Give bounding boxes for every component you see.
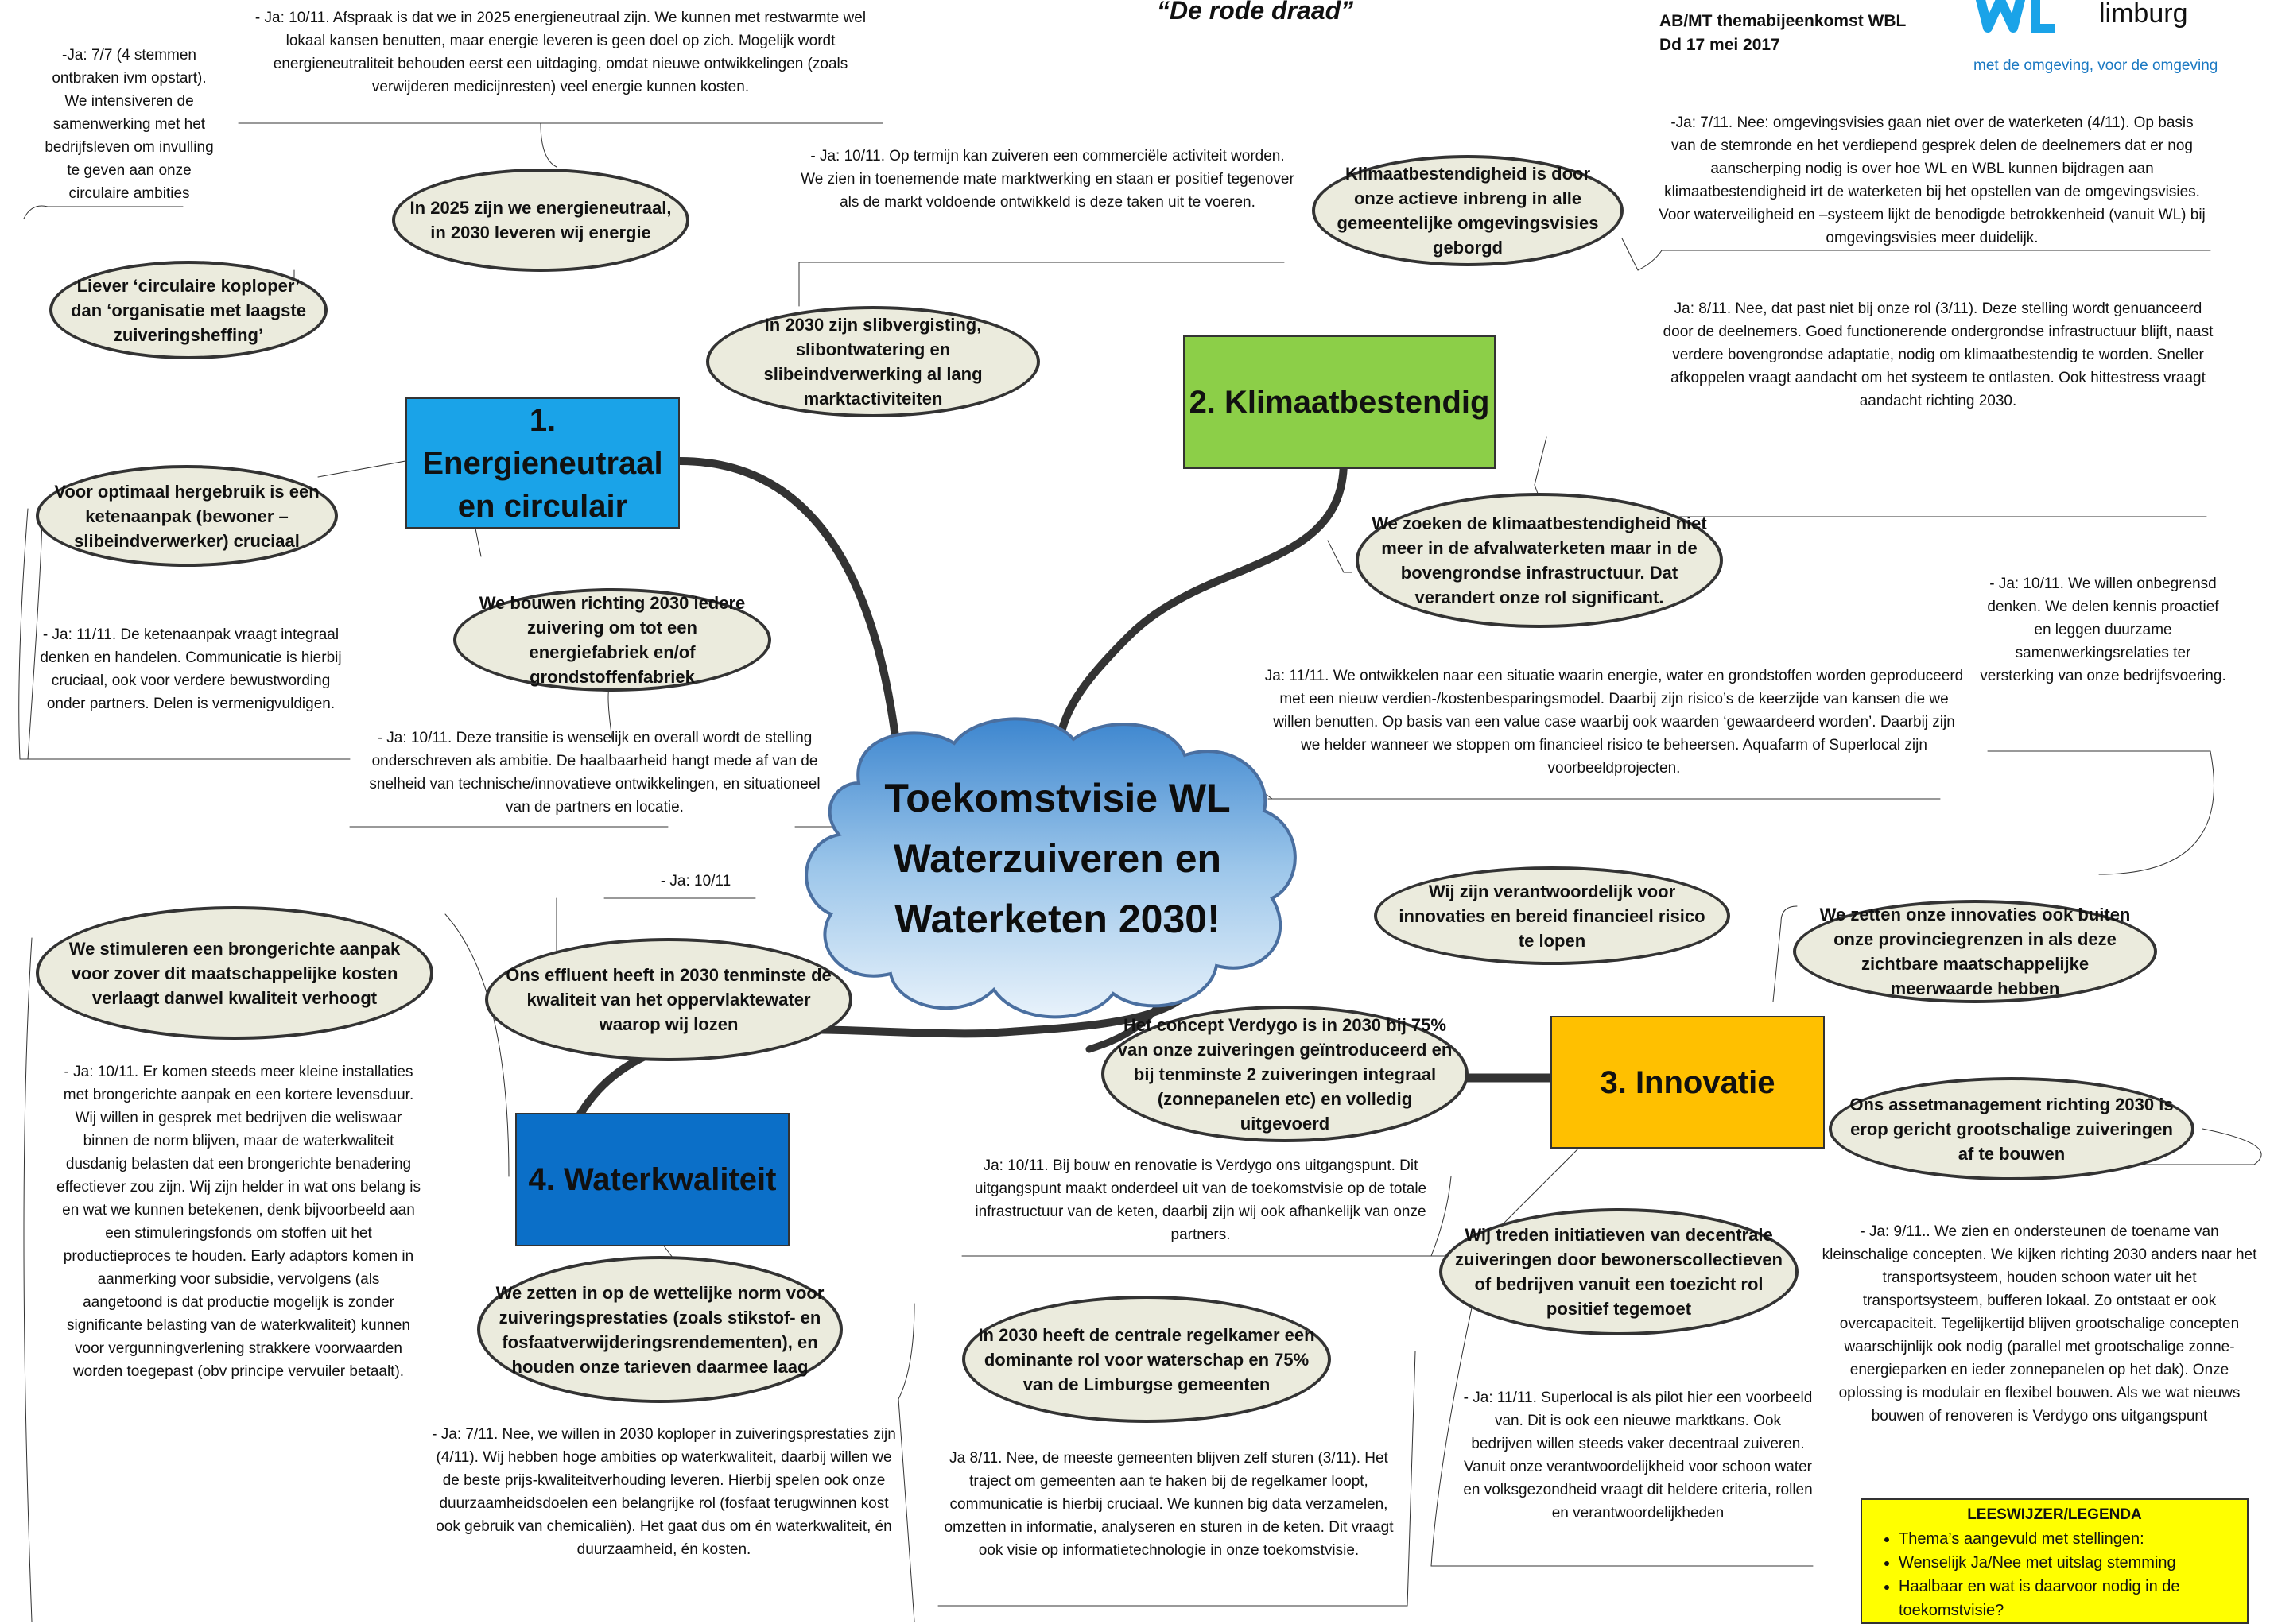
statement-decentraal: Wij treden initiatieven van decentrale z… (1439, 1208, 1799, 1335)
theme-innovatie[interactable]: 3. Innovatie (1550, 1016, 1825, 1149)
legend-list: Thema’s aangevuld met stellingen: Wensel… (1872, 1527, 2237, 1622)
meeting-date: Dd 17 mei 2017 (1659, 36, 1780, 54)
page-title: “De rode draad” (1157, 0, 1354, 25)
legend-item: Thema’s aangevuld met stellingen: (1899, 1527, 2237, 1551)
legend-item: Haalbaar en wat is daarvoor nodig in de … (1899, 1575, 2237, 1622)
theme-klimaatbestendig[interactable]: 2. Klimaatbestendig (1183, 335, 1496, 469)
theme-energieneutraal-line2: en circulair (457, 488, 628, 524)
statement-assetmanagement: Ons assetmanagement richting 2030 is ero… (1829, 1077, 2194, 1180)
note-brongericht: - Ja: 10/11. Er komen steeds meer kleine… (56, 1064, 421, 1380)
note-transitie: - Ja: 10/11. Deze transitie is wenselijk… (369, 730, 821, 816)
statement-klimaat-bovengronds: We zoeken de klimaatbestendigheid niet m… (1356, 493, 1723, 628)
logo: limburg (1972, 0, 2258, 72)
note-omgeving: -Ja: 7/11. Nee: omgevingsvisies gaan nie… (1659, 114, 2206, 246)
statement-energie-2025: In 2025 zijn we energieneutraal, in 2030… (392, 169, 689, 272)
statement-koploper: Liever ‘circulaire koploper’ dan ‘organi… (49, 261, 328, 359)
logo-mark-icon (1975, 0, 2055, 33)
statement-innovatie-buiten: We zetten onze innovaties ook buiten onz… (1793, 900, 2157, 1003)
logo-tagline: met de omgeving, voor de omgeving (1973, 57, 2218, 74)
note-energie-2025: - Ja: 10/11. Afspraak is dat we in 2025 … (254, 10, 867, 95)
note-rol: Ja: 8/11. Nee, dat past niet bij onze ro… (1663, 300, 2214, 409)
statement-brongericht: We stimuleren een brongerichte aanpak vo… (36, 906, 433, 1040)
logo-text: limburg (2099, 0, 2188, 29)
statement-klimaat-omgevingsvisies: Klimaatbestendigheid is door onze actiev… (1312, 155, 1624, 266)
theme-energieneutraal[interactable]: 1. Energieneutraal en circulair (405, 397, 680, 529)
legend-title: LEESWIJZER/LEGENDA (1967, 1506, 2142, 1523)
note-gemeenten: Ja 8/11. Nee, de meeste gemeenten blijve… (944, 1450, 1394, 1559)
note-onbegrensd: - Ja: 10/11. We willen onbegrensd denken… (1980, 576, 2226, 684)
statement-ketenaanpak: Voor optimaal hergebruik is een ketenaan… (36, 465, 338, 567)
legend-box: LEESWIJZER/LEGENDA Thema’s aangevuld met… (1861, 1498, 2249, 1624)
statement-regelkamer: In 2030 heeft de centrale regelkamer een… (962, 1296, 1331, 1423)
statement-energiefabriek: We bouwen richting 2030 iedere zuivering… (453, 588, 771, 692)
center-title-line2: Waterzuiveren en (893, 836, 1222, 881)
theme-waterkwaliteit[interactable]: 4. Waterkwaliteit (515, 1113, 790, 1246)
center-title-line3: Waterketen 2030! (894, 897, 1220, 941)
center-title-line1: Toekomstvisie WL (884, 776, 1231, 820)
statement-innovatie-risico: Wij zijn verantwoordelijk voor innovatie… (1374, 866, 1730, 965)
note-kleinschalig: - Ja: 9/11.. We zien en ondersteunen de … (1822, 1223, 2257, 1424)
statement-verdygo: Het concept Verdygo is in 2030 bij 75% v… (1101, 1006, 1469, 1142)
note-situatie: Ja: 11/11. We ontwikkelen naar een situa… (1264, 668, 1964, 777)
note-ja77: -Ja: 7/7 (4 stemmen ontbraken ivm opstar… (45, 47, 214, 202)
meeting-info: AB/MT themabijeenkomst WBL Dd 17 mei 201… (1659, 10, 1906, 57)
statement-slib: In 2030 zijn slibvergisting, slibontwate… (706, 306, 1040, 417)
note-superlocal: - Ja: 11/11. Superlocal is als pilot hie… (1463, 1390, 1813, 1521)
statement-effluent: Ons effluent heeft in 2030 tenminste de … (485, 938, 852, 1061)
note-ja1011: - Ja: 10/11 (660, 873, 731, 890)
note-markt: - Ja: 10/11. Op termijn kan zuiveren een… (801, 148, 1294, 211)
center-title: Toekomstvisie WL Waterzuiveren en Waterk… (843, 739, 1272, 978)
note-keten: - Ja: 11/11. De ketenaanpak vraagt integ… (40, 626, 342, 712)
statement-wettelijk: We zetten in op de wettelijke norm voor … (477, 1256, 843, 1403)
center-cloud-shape (805, 717, 1297, 1019)
note-koploper: - Ja: 7/11. Nee, we willen in 2030 koplo… (432, 1426, 896, 1558)
legend-item: Wenselijk Ja/Nee met uitslag stemming (1899, 1551, 2237, 1575)
meeting-title: AB/MT themabijeenkomst WBL (1659, 12, 1907, 30)
theme-energieneutraal-line1: 1. Energieneutraal (422, 402, 663, 481)
note-verdygo: Ja: 10/11. Bij bouw en renovatie is Verd… (974, 1157, 1427, 1243)
